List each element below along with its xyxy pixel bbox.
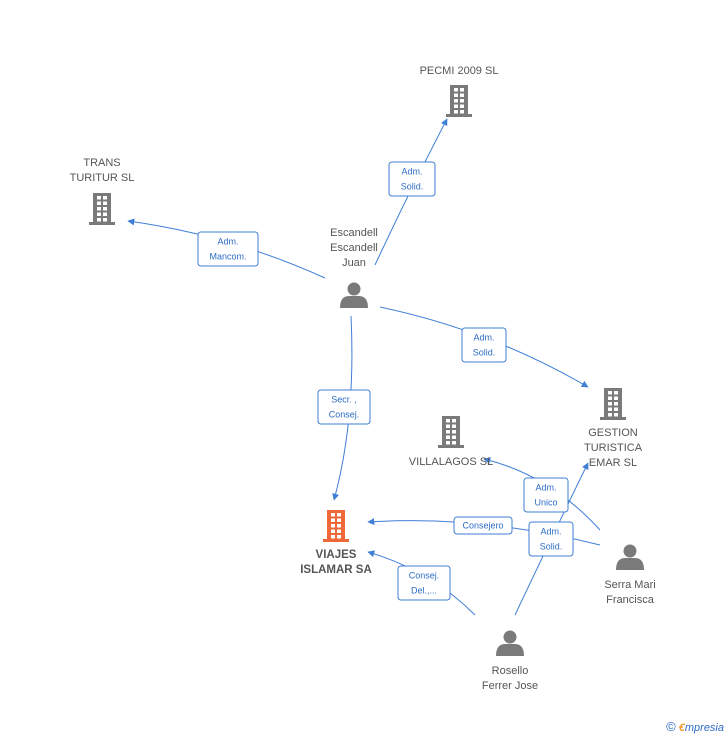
person-icon (616, 544, 644, 570)
edge-labels-layer: Adm. Solid. Adm. Mancom. Adm. Solid. Secr. , Co… (197, 161, 574, 601)
node-label-rosello: Ferrer Jose (482, 680, 538, 692)
node-villalagos[interactable]: VILLALAGOS SL (409, 416, 493, 468)
person-icon (340, 282, 368, 308)
node-label-serra: Francisca (606, 594, 655, 606)
node-label-gestion: GESTION (588, 427, 638, 439)
edge-label-e-rosello-gestion[interactable]: Adm. Solid. (528, 521, 574, 557)
edge-label-text: Adm. (217, 237, 238, 247)
node-label-viajes: VIAJES (316, 549, 357, 561)
edge-label-text: Secr. , (331, 395, 357, 405)
node-label-trans: TURITUR SL (70, 172, 135, 184)
node-label-gestion: TURISTICA (584, 442, 643, 454)
building-icon (323, 510, 349, 542)
edge-label-e-rosello-viajes[interactable]: Consej. Del.,... (397, 565, 451, 601)
node-label-escandell: Escandell (330, 227, 378, 239)
edge-label-text: Adm. (540, 527, 561, 537)
node-label-pecmi: PECMI 2009 SL (420, 65, 499, 77)
node-viajes[interactable]: VIAJES ISLAMAR SA (300, 510, 372, 576)
edge-label-text: Mancom. (209, 252, 246, 262)
node-label-trans: TRANS (83, 157, 120, 169)
edge-label-e-escandell-trans[interactable]: Adm. Mancom. (197, 231, 259, 267)
edge-label-e-escandell-pecmi[interactable]: Adm. Solid. (388, 161, 436, 197)
node-label-rosello: Rosello (492, 665, 529, 677)
brand-logo-e: € (678, 722, 685, 734)
building-icon (446, 85, 472, 117)
edge-label-text: Consej. (329, 410, 360, 420)
node-label-viajes: ISLAMAR SA (300, 564, 372, 576)
node-label-escandell: Escandell (330, 242, 378, 254)
building-icon (600, 388, 626, 420)
edge-label-text: Adm. (473, 333, 494, 343)
brand-name: mpresia (684, 722, 724, 734)
edge-label-text: Solid. (540, 542, 563, 552)
footer-brand[interactable]: © €mpresia (666, 719, 724, 734)
node-pecmi[interactable]: PECMI 2009 SL (420, 65, 499, 117)
edge-label-e-escandell-viajes[interactable]: Secr. , Consej. (317, 389, 371, 425)
edge-label-text: Unico (534, 498, 557, 508)
building-icon (438, 416, 464, 448)
person-icon (496, 630, 524, 656)
node-label-villalagos: VILLALAGOS SL (409, 456, 493, 468)
edge-label-text: Consejero (462, 521, 503, 531)
node-label-gestion: EMAR SL (589, 457, 637, 469)
edge-label-e-serra-villalagos[interactable]: Adm. Unico (523, 477, 569, 513)
edge-label-text: Consej. (409, 571, 440, 581)
node-label-serra: Serra Mari (604, 579, 655, 591)
node-gestion[interactable]: GESTION TURISTICA EMAR SL (584, 388, 643, 469)
edge-label-e-escandell-gestion[interactable]: Adm. Solid. (461, 327, 507, 363)
edge-label-e-serra-viajes[interactable]: Consejero (453, 516, 513, 535)
copyright-symbol: © (666, 719, 676, 734)
node-trans[interactable]: TRANS TURITUR SL (70, 157, 135, 225)
edge-label-text: Solid. (473, 348, 496, 358)
edge-label-text: Solid. (401, 182, 424, 192)
building-icon (89, 193, 115, 225)
node-label-escandell: Juan (342, 257, 366, 269)
edge-label-text: Adm. (401, 167, 422, 177)
edge-label-text: Adm. (535, 483, 556, 493)
edge-label-text: Del.,... (411, 586, 437, 596)
